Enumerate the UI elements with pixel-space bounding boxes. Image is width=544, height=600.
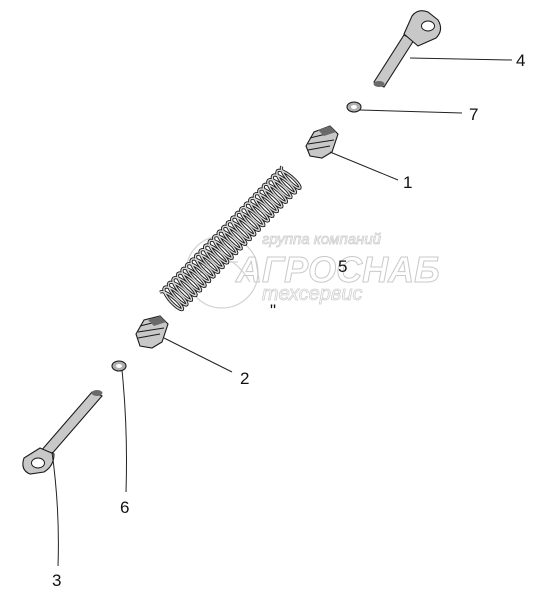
callout-4: 4 — [516, 51, 525, 70]
callout-7: 7 — [469, 105, 478, 124]
leader-4 — [409, 57, 513, 61]
leader-3 — [51, 451, 59, 567]
part-7-washer — [346, 101, 362, 113]
leader-6 — [121, 369, 127, 493]
spring-coil-highlight — [159, 166, 301, 311]
callout-labels: 4 7 1 5 2 6 3 " — [52, 51, 525, 590]
callout-5: 5 — [338, 257, 347, 276]
part-2-nut — [135, 315, 169, 349]
leader-1 — [329, 151, 399, 181]
callout-3: 3 — [52, 571, 61, 590]
watermark-line2: АГРОСНАБ — [235, 249, 440, 290]
stray-mark: " — [270, 301, 276, 320]
watermark-line3: техсервис — [262, 283, 363, 305]
watermark-line1: группа компаний — [262, 231, 382, 248]
callout-1: 1 — [403, 173, 412, 192]
part-4-eye-rod — [373, 10, 442, 88]
leader-2 — [163, 337, 233, 373]
part-5-spring — [159, 165, 302, 312]
callout-2: 2 — [240, 369, 249, 388]
watermark: группа компаний АГРОСНАБ техсервис — [185, 231, 440, 309]
part-6-washer — [111, 360, 127, 372]
leader-lines — [51, 57, 513, 567]
part-1-nut — [305, 125, 339, 159]
leader-7 — [359, 109, 463, 114]
part-3-eye-rod — [22, 390, 103, 475]
callout-6: 6 — [120, 498, 129, 517]
